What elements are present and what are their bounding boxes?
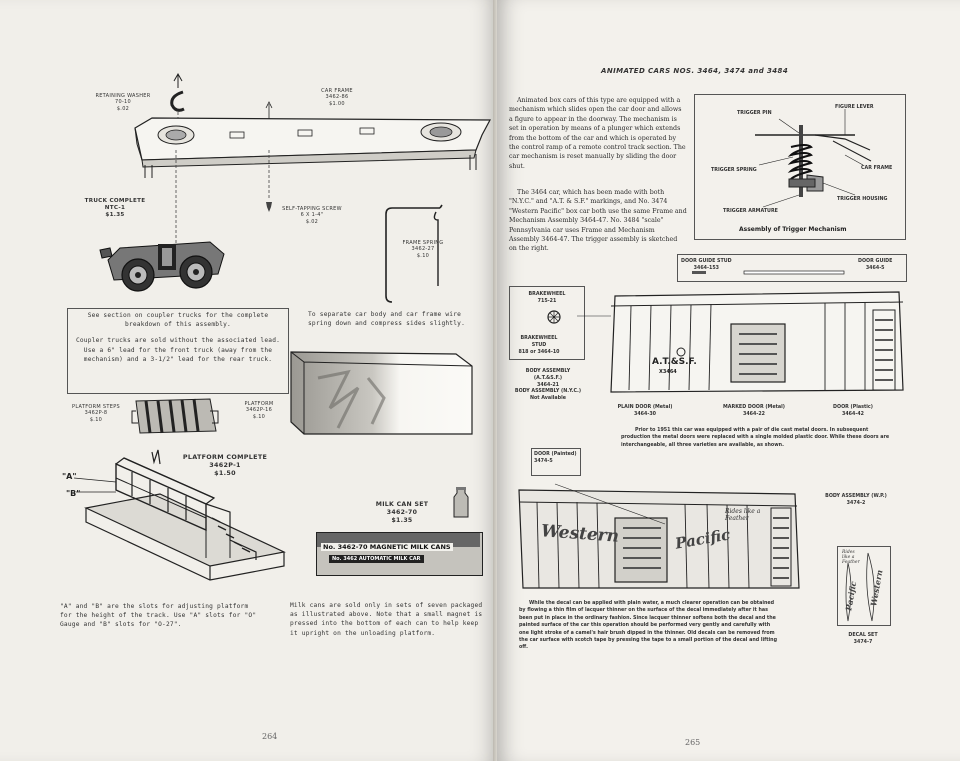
brakewheel-icon: [547, 310, 561, 324]
page-number-left: 264: [262, 732, 278, 741]
door-guide-stud-label: DOOR GUIDE STUD 3464-153: [681, 259, 732, 271]
marked-door-label: MARKED DOOR (Metal) 3464-22: [723, 405, 785, 417]
slot-b-label: "B": [66, 489, 81, 498]
brakewheel-stud-label: BRAKEWHEEL STUD 818 or 3464-10: [518, 336, 560, 355]
body-wp-label: BODY ASSEMBLY (W.P.) 3474-2: [825, 494, 887, 506]
brakewheel-label: BRAKEWHEEL 715-21: [528, 292, 566, 304]
trigger-armature-label: TRIGGER ARMATURE: [723, 209, 778, 214]
plain-door-label: PLAIN DOOR (Metal) 3464-30: [617, 405, 673, 417]
door-guide-drawing: [692, 270, 845, 275]
car-frame-label-r: CAR FRAME: [861, 166, 893, 171]
page-header: ANIMATED CARS NOS. 3464, 3474 and 3484: [601, 67, 789, 75]
door-guide-box: DOOR GUIDE STUD 3464-153 DOOR GUIDE 3464…: [677, 254, 907, 282]
platform-label: PLATFORM 3462P-16 $.10: [244, 401, 274, 420]
car-frame-drawing: [134, 72, 491, 303]
platform-steps-drawing: [131, 398, 219, 434]
milk-can-drawing: [453, 487, 469, 518]
coupler-note-1: See section on coupler trucks for the co…: [87, 312, 269, 329]
decal-drawing: [845, 552, 875, 622]
truck-drawing: [99, 241, 225, 292]
box-line-2: No. 3462 AUTOMATIC MILK CAR: [329, 555, 424, 563]
brakewheel-box: BRAKEWHEEL 715-21 BRAKEWHEEL STUD 818 or…: [509, 286, 585, 360]
wp-slogan: Rides like a Feather: [725, 508, 761, 522]
wp-boxcar-drawing: [518, 483, 800, 589]
body-nyc-label: BODY ASSEMBLY (N.Y.C.) Not Available: [514, 389, 582, 401]
platform-complete-drawing: [73, 449, 286, 581]
retaining-washer-label: RETAINING WASHER 70-10 $.02: [95, 93, 151, 112]
plastic-door-label: DOOR (Plastic) 3464-42: [833, 405, 873, 417]
screw-label: SELF-TAPPING SCREW 6 X 1-4" $.02: [282, 206, 342, 225]
platform-complete-label: PLATFORM COMPLETE 3462P-1 $1.50: [182, 453, 268, 477]
trigger-pin-label: TRIGGER PIN: [737, 111, 772, 116]
car-body-drawing: [290, 351, 473, 435]
coupler-note-2: Coupler trucks are sold without the asso…: [75, 337, 281, 363]
page-gutter: [493, 0, 499, 761]
body-atsf-label: BODY ASSEMBLY (A.T.&S.F.) 3464-21: [525, 369, 571, 388]
trigger-spring-label: TRIGGER SPRING: [711, 168, 757, 173]
milk-can-box: No. 3462-70 MAGNETIC MILK CANS No. 3462 …: [316, 532, 483, 576]
truck-label: TRUCK COMPLETE NTC-1 $1.35: [84, 198, 146, 218]
separate-note: To separate car body and car frame wire …: [308, 311, 466, 328]
right-page: ANIMATED CARS NOS. 3464, 3474 and 3484 A…: [497, 0, 960, 761]
paragraph-2: The 3464 car, which has been made with b…: [509, 189, 687, 253]
door-painted-label: DOOR (Painted) 3474-5: [531, 448, 581, 476]
frame-spring-label: FRAME SPRING 3462-27 $.10: [402, 240, 444, 259]
page-number-right: 265: [685, 738, 701, 747]
slots-note: "A" and "B" are the slots for adjusting …: [60, 603, 257, 629]
decal-text-1: Rides like a Feather: [842, 550, 860, 565]
milk-note: Milk cans are sold only in sets of seven…: [290, 602, 483, 637]
decal-box: Rides like a Feather Pacific Western: [837, 546, 891, 626]
car-marking: A.T.&S.F.: [652, 357, 697, 367]
trigger-diagram-box: TRIGGER PIN FIGURE LEVER TRIGGER SPRING …: [694, 94, 906, 240]
slot-a-label: "A": [62, 472, 77, 481]
trigger-caption: Assembly of Trigger Mechanism: [739, 226, 847, 233]
milk-can-set-label: MILK CAN SET 3462-70 $1.35: [375, 501, 429, 524]
coupler-note-box: See section on coupler trucks for the co…: [67, 308, 289, 394]
atsf-boxcar-drawing: [577, 291, 904, 393]
car-frame-label: CAR FRAME 3462-86 $1.00: [321, 88, 353, 107]
box-line-1: No. 3462-70 MAGNETIC MILK CANS: [321, 543, 453, 551]
paragraph-1: Animated box cars of this type are equip…: [509, 97, 686, 170]
car-number: X3464: [659, 369, 677, 375]
trigger-housing-label: TRIGGER HOUSING: [837, 197, 888, 202]
door-note: Prior to 1951 this car was equipped with…: [621, 428, 890, 448]
decal-set-label: DECAL SET 3474-7: [848, 633, 878, 645]
door-guide-label: DOOR GUIDE 3464-5: [858, 259, 893, 271]
figure-lever-label: FIGURE LEVER: [835, 105, 874, 110]
platform-steps-label: PLATFORM STEPS 3462P-8 $.10: [72, 404, 120, 423]
left-page: RETAINING WASHER 70-10 $.02 CAR FRAME 34…: [0, 0, 497, 761]
decal-note: While the decal can be applied with plai…: [519, 601, 778, 651]
trigger-diagram: [755, 109, 872, 208]
